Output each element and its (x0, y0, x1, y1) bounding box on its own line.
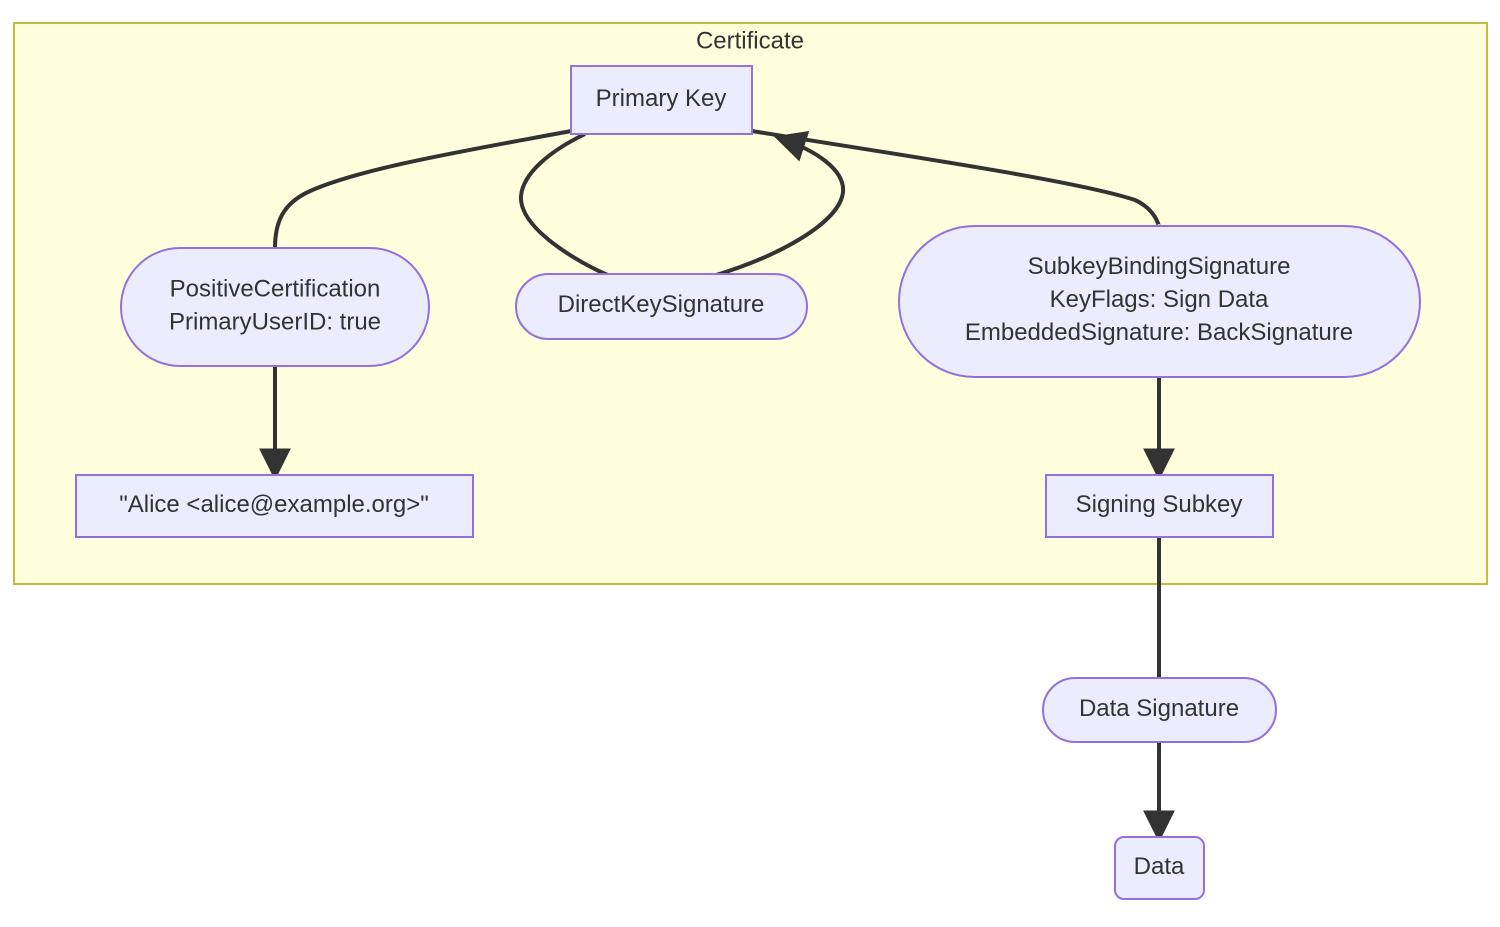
node-label: Signing Subkey (1076, 491, 1243, 518)
node-label-line: Data Signature (1079, 695, 1239, 722)
edge-direct-key-signature-to-primary-key (712, 131, 846, 278)
node-direct-key-signature[interactable]: DirectKeySignature (515, 273, 808, 340)
node-label-line: Data (1134, 853, 1185, 880)
node-label-line: EmbeddedSignature: BackSignature (965, 319, 1353, 346)
edge-primary-key-to-positive-certification (273, 129, 572, 249)
node-user-id[interactable]: "Alice <alice@example.org>" (75, 474, 474, 538)
cluster-label: Certificate (696, 27, 804, 54)
node-label: Data Signature (1079, 695, 1239, 722)
node-label: Data (1134, 853, 1185, 880)
node-data[interactable]: Data (1114, 836, 1205, 900)
node-label-line: KeyFlags: Sign Data (1050, 286, 1269, 313)
edge-primary-key-to-subkey-binding-signature (751, 129, 1161, 229)
node-shape-stadium (120, 247, 430, 367)
node-shape-rect (570, 65, 753, 135)
node-label-line: PositiveCertification (170, 276, 381, 303)
node-data-signature[interactable]: Data Signature (1042, 677, 1277, 743)
node-shape-stadium (898, 225, 1421, 378)
node-shape-rounded-rect (1114, 836, 1205, 900)
node-signing-subkey[interactable]: Signing Subkey (1045, 474, 1274, 538)
node-shape-rect (1045, 474, 1274, 538)
node-label: DirectKeySignature (558, 291, 765, 318)
node-label-line: PrimaryUserID: true (169, 309, 381, 336)
node-shape-rect (75, 474, 474, 538)
edge-primary-key-to-direct-key-signature (518, 132, 611, 278)
node-shape-stadium (1042, 677, 1277, 743)
node-label-line: SubkeyBindingSignature (1028, 253, 1291, 280)
node-label: Primary Key (596, 85, 727, 112)
node-shape-stadium (515, 273, 808, 340)
node-primary-key[interactable]: Primary Key (570, 65, 753, 135)
node-label-line: "Alice <alice@example.org>" (119, 491, 429, 518)
edge-layer (259, 129, 1175, 843)
node-label: "Alice <alice@example.org>" (119, 491, 429, 518)
node-label-line: Signing Subkey (1076, 491, 1243, 518)
node-label-line: Primary Key (596, 85, 727, 112)
node-label-line: DirectKeySignature (558, 291, 765, 318)
